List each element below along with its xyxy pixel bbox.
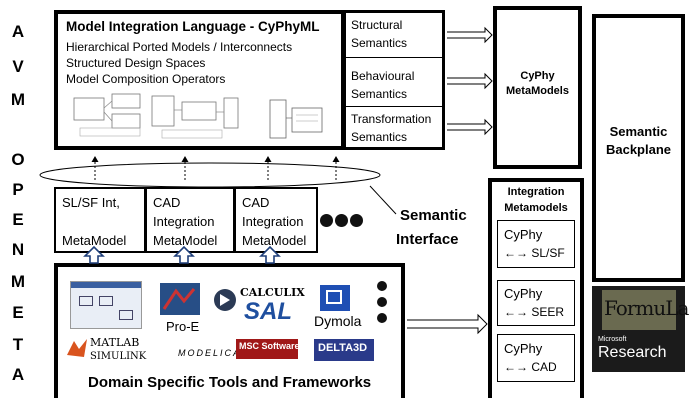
semantics-panel: Structural Semantics Behavioural Semanti… — [343, 10, 445, 150]
model-diagram-thumbnail — [268, 98, 338, 144]
side-letter: T — [12, 335, 24, 354]
pro-e-label: Pro-E — [166, 319, 200, 334]
cyphyml-line: Model Composition Operators — [66, 72, 226, 86]
side-letter: E — [12, 303, 24, 322]
tools-caption: Domain Specific Tools and Frameworks — [88, 374, 372, 391]
side-letter: E — [12, 210, 24, 229]
cyphyml-line: Structured Design Spaces — [66, 56, 206, 70]
side-letter: P — [12, 180, 24, 199]
cad-metamodel-box-1: CAD Integration MetaModel — [145, 187, 235, 253]
ellipsis-dot — [377, 281, 387, 291]
cyphy-cad-l2: ←→ CAD — [504, 360, 557, 374]
simulink-label: SIMULINK — [90, 351, 147, 362]
cad-metamodel-l2: Integration — [153, 214, 215, 229]
formula-research-logo: FormuLa Microsoft Research — [592, 286, 689, 372]
side-letter: M — [10, 90, 26, 109]
cyphy-cad-box: CyPhy ←→ CAD — [497, 334, 575, 382]
cad-metamodel-l3: MetaModel — [153, 233, 218, 248]
dymola-label: Dymola — [314, 313, 362, 329]
behavioural-semantics-l2: Semantics — [351, 87, 408, 101]
cyphy-slsf-l2: ←→ SL/SF — [504, 246, 565, 260]
semantic-backplane-l2: Backplane — [605, 142, 672, 157]
semantic-interface-pointer — [369, 185, 397, 215]
cad-metamodel-l1: CAD — [242, 195, 270, 210]
ellipsis-dot — [335, 214, 348, 227]
integration-metamodels-title1: Integration — [507, 186, 565, 198]
cyphy-seer-l2: ←→ SEER — [504, 305, 565, 319]
dymola-logo — [320, 285, 350, 311]
cyphyml-title: Model Integration Language - CyPhyML — [66, 19, 320, 34]
cad-metamodel-l1: CAD — [153, 195, 181, 210]
cyphy-slsf-box: CyPhy ←→ SL/SF — [497, 220, 575, 268]
cyphy-metamodels-l1: CyPhy — [520, 70, 555, 82]
side-letter: N — [11, 240, 25, 259]
microsoft-text: Microsoft — [598, 336, 627, 343]
delta3d-logo: DELTA3D — [314, 339, 374, 361]
matlab-label: MATLAB — [90, 336, 140, 349]
semantic-backplane-l1: Semantic — [609, 124, 668, 139]
pro-e-logo — [160, 283, 200, 315]
side-letter: O — [11, 150, 25, 169]
structural-semantics-l2: Semantics — [351, 36, 408, 50]
tools-box: Pro-E CALCULIX SAL Dymola MATLAB SIMULIN… — [54, 263, 405, 398]
cyphyml-line: Hierarchical Ported Models / Interconnec… — [66, 40, 293, 54]
sal-logo: SAL — [244, 298, 292, 325]
cad-metamodel-l3: MetaModel — [242, 233, 307, 248]
formula-logo-text: FormuLa — [604, 296, 689, 320]
slsf-metamodel-l3: MetaModel — [62, 233, 127, 248]
transformation-semantics-l1: Transformation — [351, 112, 432, 126]
modelica-logo: MODELICA — [178, 348, 242, 358]
dashed-up-arrows — [91, 156, 340, 180]
cyphy-cad-l1: CyPhy — [504, 341, 543, 356]
cad-metamodel-box-2: CAD Integration MetaModel — [234, 187, 318, 253]
ellipsis-dot — [350, 214, 363, 227]
semantic-backplane-box: Semantic Backplane — [592, 14, 685, 282]
slsf-metamodel-l1: SL/SF Int, — [62, 195, 120, 210]
transformation-semantics-l2: Semantics — [351, 130, 408, 144]
integration-metamodels-title2: Metamodels — [504, 202, 568, 214]
cad-metamodel-l2: Integration — [242, 214, 304, 229]
semantic-interface-ellipse — [39, 162, 381, 188]
cyphy-seer-box: CyPhy ←→ SEER — [497, 280, 575, 326]
structural-semantics-l1: Structural — [351, 18, 403, 32]
calculix-icon — [214, 289, 236, 311]
ellipsis-dot — [377, 297, 387, 307]
calculix-label: CALCULIX — [240, 286, 305, 299]
slsf-metamodel-box: SL/SF Int, MetaModel — [54, 187, 146, 253]
msc-software-logo: MSC Software — [236, 339, 300, 359]
side-letter: A — [11, 365, 25, 384]
cyphy-seer-l1: CyPhy — [504, 286, 543, 301]
ellipsis-dot — [377, 313, 387, 323]
side-letter: M — [10, 272, 26, 291]
semantic-interface-l1: Semantic — [400, 207, 467, 224]
behavioural-semantics-l1: Behavioural — [351, 69, 415, 83]
integration-metamodels-box: Integration Metamodels CyPhy ←→ SL/SF Cy… — [488, 178, 584, 398]
side-letter: A — [11, 22, 25, 41]
research-text: Research — [598, 344, 667, 361]
cyphy-slsf-l1: CyPhy — [504, 227, 543, 242]
ellipsis-dot — [320, 214, 333, 227]
model-diagram-thumbnail — [72, 92, 272, 142]
side-letter: V — [12, 57, 24, 76]
semantics-to-metamodels-arrows — [447, 26, 493, 136]
cyphy-metamodels-l2: MetaModels — [506, 85, 569, 97]
cyphyml-box: Model Integration Language - CyPhyML Hie… — [54, 10, 345, 150]
cyphy-metamodels-box: CyPhy MetaModels — [493, 6, 582, 169]
semantic-interface-l2: Interface — [396, 231, 459, 248]
matlab-icon — [66, 337, 88, 359]
tools-to-integration-arrow — [407, 313, 488, 335]
matlab-screenshot-thumbnail — [70, 281, 142, 329]
